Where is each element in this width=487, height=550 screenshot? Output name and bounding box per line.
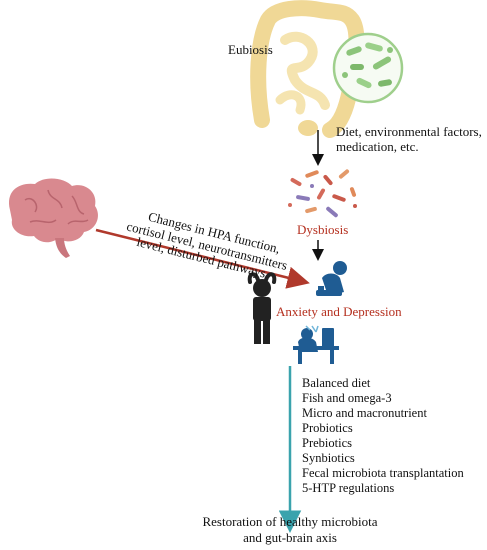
intervention-item: Prebiotics [302, 436, 352, 450]
factors-text-line2: medication, etc. [336, 139, 419, 154]
dysbiosis-bacteria-icon [288, 169, 357, 218]
intervention-item: Fish and omega-3 [302, 391, 392, 405]
restoration-text-line1: Restoration of healthy microbiota [202, 514, 378, 529]
intervention-item: Micro and macronutrient [302, 406, 427, 420]
intervention-item: Synbiotics [302, 451, 355, 465]
bacteria-magnified-icon [332, 32, 404, 104]
intervention-item: Probiotics [302, 421, 353, 435]
restoration-text-line2: and gut-brain axis [243, 530, 337, 545]
depressed-person-icon [316, 261, 347, 296]
brain-icon [9, 178, 98, 258]
factors-text-line1: Diet, environmental factors, [336, 124, 482, 139]
intervention-item: Balanced diet [302, 376, 371, 390]
stressed-person-icon [247, 272, 277, 344]
intervention-item: 5-HTP regulations [302, 481, 395, 495]
dysbiosis-label: Dysbiosis [297, 222, 349, 237]
intervention-item: Fecal microbiota transplantation [302, 466, 464, 480]
anxiety-label: Anxiety and Depression [276, 304, 402, 319]
desk-worker-icon [293, 325, 339, 364]
eubiosis-label: Eubiosis [228, 42, 273, 57]
